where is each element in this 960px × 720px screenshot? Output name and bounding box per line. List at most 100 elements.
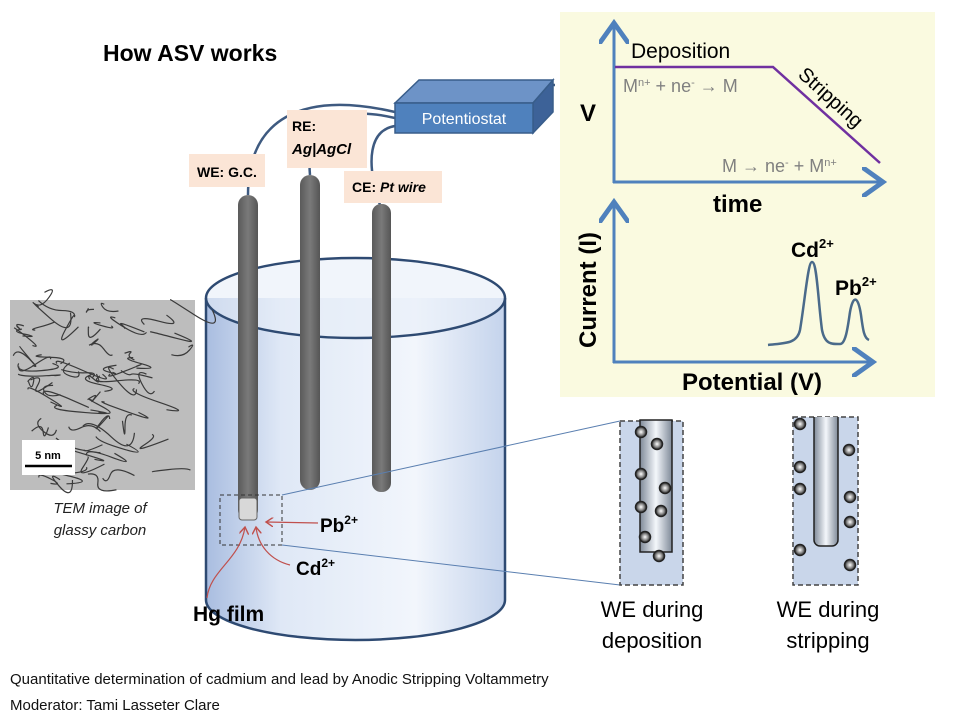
potentiostat: Potentiostat [393,77,555,135]
tem-texture [38,474,59,485]
tem-texture [27,376,35,388]
hg-film-label: Hg film [193,603,264,626]
tem-texture [170,299,217,324]
tem-texture [93,321,114,329]
tem-texture [138,372,155,395]
tem-texture [32,289,53,306]
metal-ion-sphere [793,417,807,431]
pb-ion-label: Pb2+ [320,513,358,537]
tem-texture [102,469,135,482]
metal-ion-sphere [634,467,648,481]
deposition-equation: Mn+ + ne- → M [623,76,738,96]
potential-axis-label: Potential (V) [682,369,822,396]
tem-texture [17,373,61,377]
pb-peak-label: Pb2+ [835,274,877,300]
footer-description: Quantitative determination of cadmium an… [10,671,549,688]
metal-ion-sphere [843,490,857,504]
tem-texture [38,300,76,318]
tem-texture [55,360,107,380]
tem-texture [16,328,33,338]
tem-texture [27,387,63,407]
ion-arrows [206,522,319,599]
tem-texture [88,373,100,383]
reference-electrode [300,175,320,490]
tem-texture [68,425,101,432]
tem-texture [149,331,193,343]
metal-ion-sphere [843,515,857,529]
ce-label: CE: Pt wire [344,171,442,203]
tem-texture [62,362,80,378]
tem-texture [124,351,135,361]
tem-texture [30,377,53,392]
tem-image: 5 nm [10,289,217,494]
tem-texture [85,451,127,463]
tem-texture [102,364,117,375]
stripping-equation: M → ne- + Mn+ [722,156,837,176]
beaker [204,256,507,642]
metal-ion-sphere [793,543,807,557]
current-plot: Cd2+ Pb2+ Current (I) Potential (V) [575,205,877,396]
deposition-label: Deposition [631,40,730,63]
tem-texture [84,374,113,392]
tem-texture [139,433,169,450]
stripping-voltammogram [767,260,870,347]
metal-ion-sphere [658,481,672,495]
tem-texture [109,316,147,336]
tem-texture [80,456,105,474]
tem-texture [19,345,37,367]
slide-title: How ASV works [103,40,277,66]
tem-texture [132,388,179,412]
metal-ion-sphere [843,558,857,572]
zoom-region [219,494,283,546]
metal-ion-sphere [654,504,668,518]
tem-texture [171,344,194,357]
tem-texture [54,404,108,415]
working-electrode [238,195,258,521]
metal-ion-sphere [793,482,807,496]
tem-texture [16,323,25,331]
svg-text:WE: G.C.: WE: G.C. [197,164,257,180]
svg-text:CE: Pt wire: CE: Pt wire [352,179,426,195]
cd-peak-label: Cd2+ [791,236,834,262]
tem-texture [87,391,101,403]
counter-electrode [372,204,391,492]
tem-texture [95,436,139,453]
metal-ion-sphere [634,500,648,514]
tem-texture [95,375,140,385]
tem-texture [108,363,142,377]
metal-ion-sphere [650,437,664,451]
metal-ion-sphere [652,549,666,563]
tem-texture [87,473,117,492]
tem-texture [61,368,95,378]
projection-lines [281,420,621,586]
potentiostat-label: Potentiostat [422,111,507,128]
v-axis-label: V [580,100,596,127]
tem-texture [87,326,101,338]
tem-texture [51,475,74,494]
tem-texture [88,398,111,414]
tem-texture [121,414,133,435]
tem-texture [61,314,79,341]
tem-texture [82,423,136,447]
scale-bar-label: 5 nm [35,450,61,462]
metal-ion-sphere [793,460,807,474]
footer-moderator: Moderator: Tami Lasseter Clare [10,697,220,714]
tem-texture [31,425,50,437]
tem-texture [140,314,175,326]
svg-text:RE:: RE: [292,118,316,134]
metal-ion-sphere [634,425,648,439]
tem-texture [85,307,95,313]
we-stripping-panel [792,416,859,586]
tem-texture [100,302,119,313]
tem-texture [127,356,152,370]
we-deposition-panel [619,419,684,586]
potential-waveform [615,65,881,164]
tem-texture [101,401,149,419]
tem-texture [88,342,113,356]
tem-texture [90,338,99,346]
time-axis-label: time [713,191,762,218]
